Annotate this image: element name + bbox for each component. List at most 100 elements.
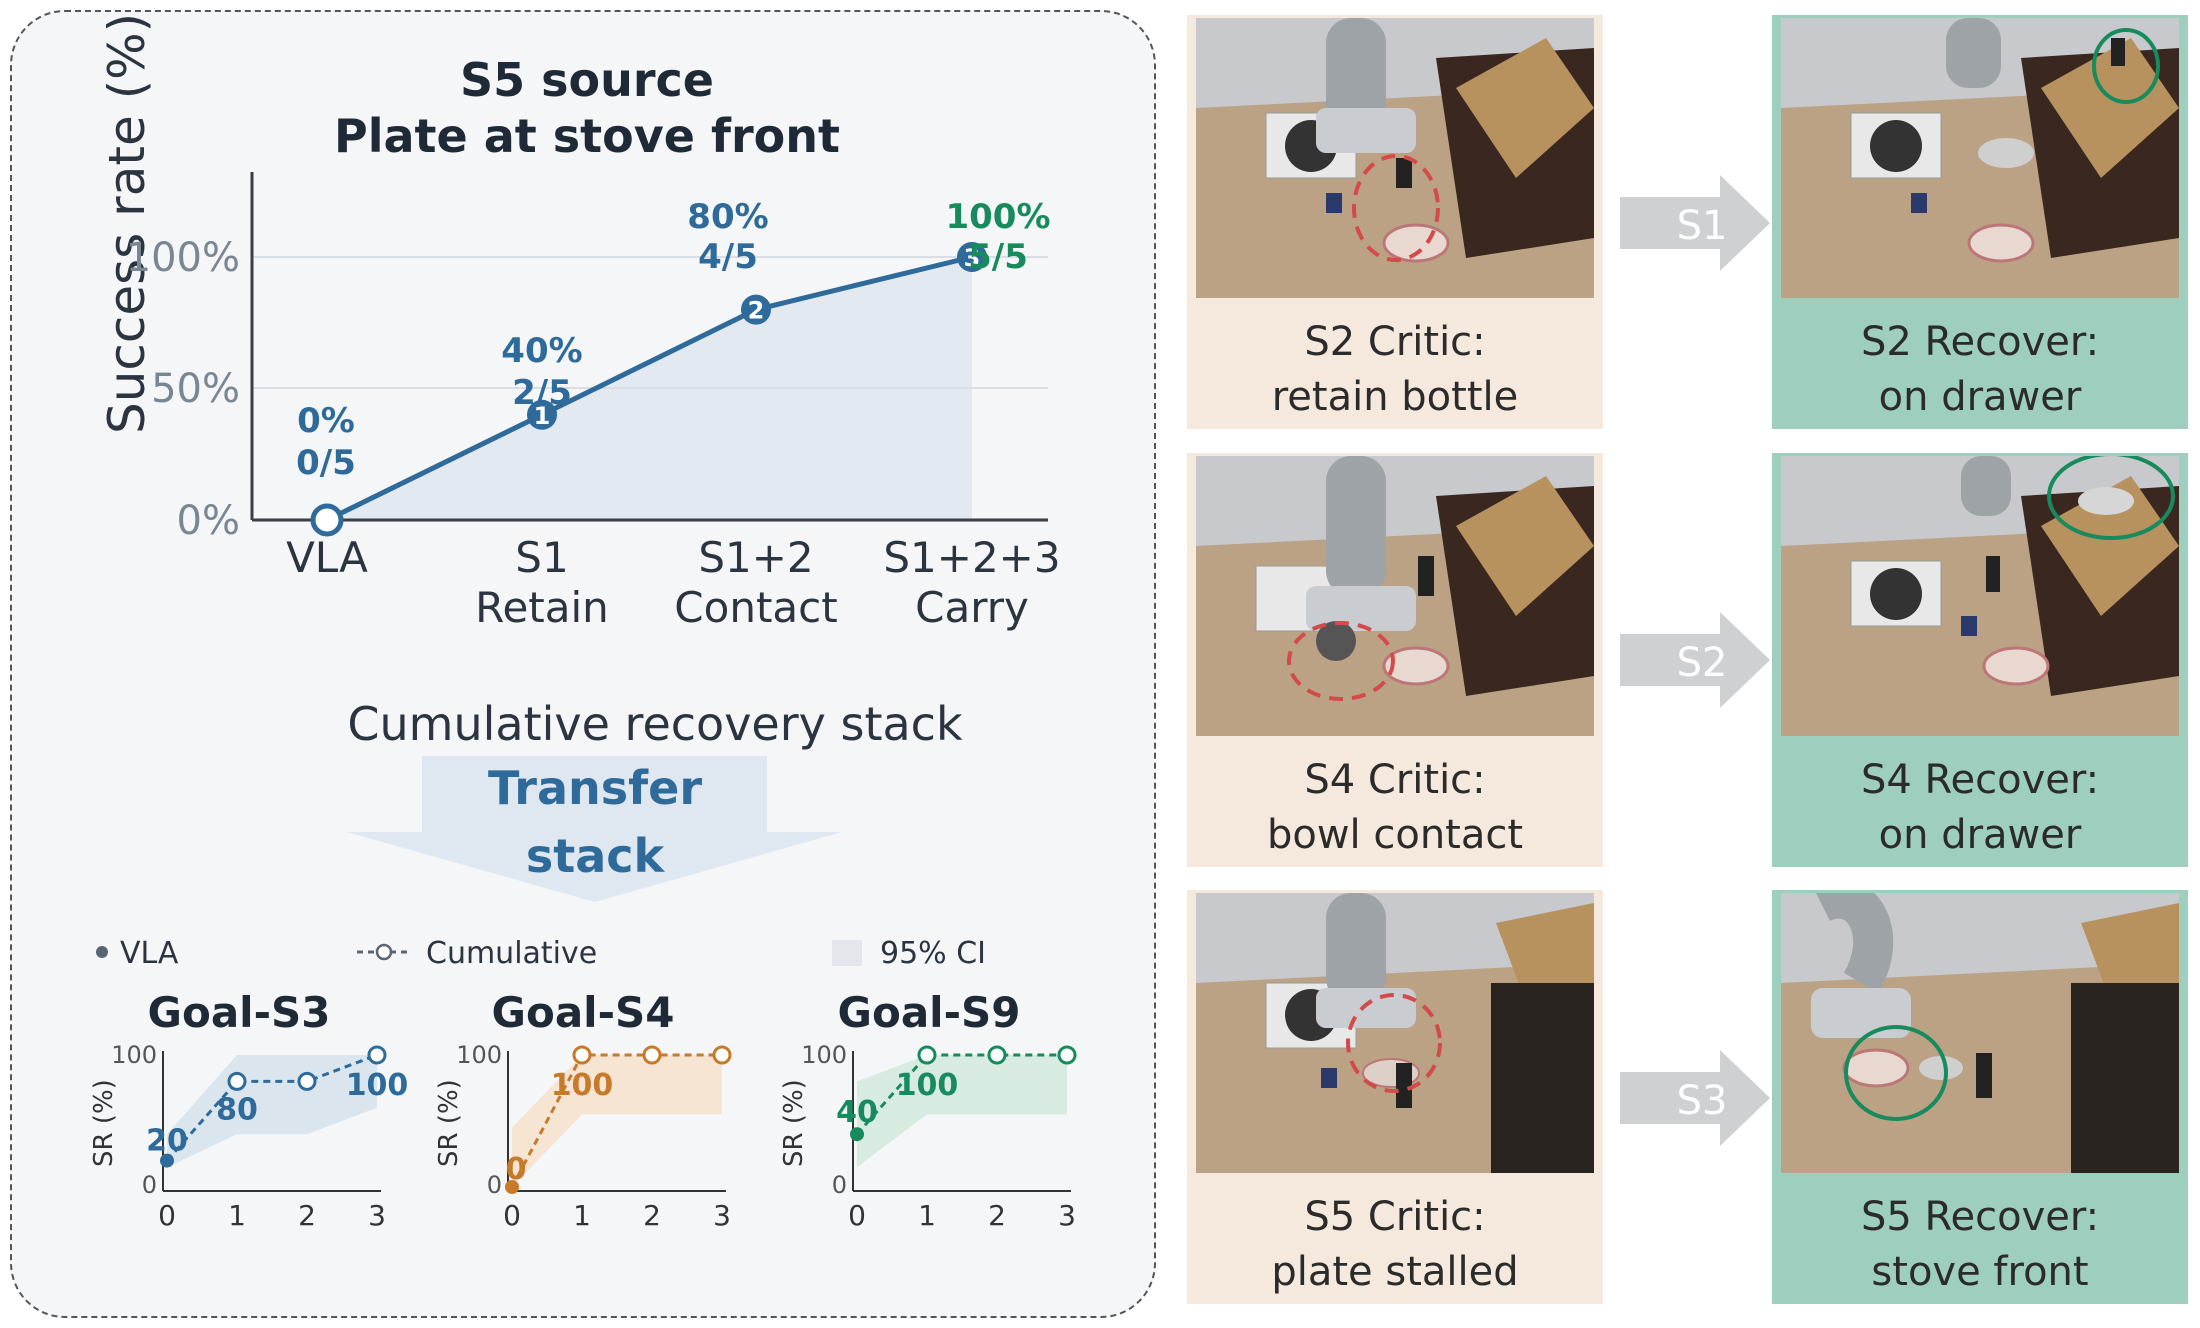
x-tick-s12: S1+2 <box>698 533 813 582</box>
goal-s3-y-label: SR (%) <box>89 1079 119 1167</box>
goal-s4-cumulative-line <box>510 1053 722 1188</box>
goal-s3-cumulative-line <box>165 1053 378 1162</box>
point-s1 <box>527 399 557 430</box>
goal-s4-x-tick-3: 3 <box>713 1199 731 1232</box>
arrow-s3: S3 <box>1620 1050 1770 1146</box>
arrow-s2: S2 <box>1620 612 1770 708</box>
y-tick-50: 50% <box>151 366 240 412</box>
label-s123-count: 5/5 <box>968 237 1028 277</box>
goal-s9-x-tick-2: 2 <box>988 1199 1006 1232</box>
goal-s9-point-1 <box>917 1045 937 1065</box>
scene-image <box>1781 456 2179 736</box>
goal-s9-value-0: 40 <box>836 1095 878 1130</box>
arrow-s2-label: S2 <box>1677 640 1728 686</box>
scene-s5-recover: S5 Recover: stove front <box>1772 890 2188 1304</box>
goal-s4-y-tick-0: 0 <box>487 1171 502 1199</box>
goal-s3-x-tick-0: 0 <box>158 1199 176 1232</box>
caption-line1: S5 Critic: <box>1304 1194 1486 1240</box>
label-s1-pct: 40% <box>501 331 582 371</box>
x-tick-s1: S1 <box>515 533 568 582</box>
x-tick-contact: Contact <box>674 583 837 632</box>
goal-s3-y-tick-0: 0 <box>142 1171 157 1199</box>
scene-s4-critic: S4 Critic: bowl contact <box>1187 453 1603 867</box>
label-s1-count: 2/5 <box>512 373 572 413</box>
arrow-s1-label: S1 <box>1677 203 1728 249</box>
goal-s3-title: Goal-S3 <box>148 988 331 1037</box>
legend-ci-swatch <box>832 940 862 966</box>
goal-s9-cumulative-line <box>855 1053 1067 1136</box>
goal-s9-y-tick-0: 0 <box>832 1171 847 1199</box>
success-line <box>325 254 973 523</box>
point-vla <box>310 503 344 537</box>
scene-image <box>1781 18 2179 298</box>
goal-s3-x-tick-1: 1 <box>228 1199 246 1232</box>
goal-s9-value-1: 100 <box>896 1068 959 1103</box>
scene-image <box>1196 18 1594 298</box>
goal-s4-x-tick-0: 0 <box>503 1199 521 1232</box>
scene-caption: S2 Recover: on drawer <box>1772 315 2188 425</box>
goal-s4-y-tick-100: 100 <box>456 1041 502 1069</box>
x-tick-retain: Retain <box>475 583 609 632</box>
caption-line2: on drawer <box>1878 374 2082 420</box>
scene-caption: S4 Critic: bowl contact <box>1187 753 1603 863</box>
goal-s4-y-label: SR (%) <box>434 1079 464 1167</box>
caption-line2: retain bottle <box>1271 374 1519 420</box>
scene-s2-recover: S2 Recover: on drawer <box>1772 15 2188 429</box>
marker-1: 1 <box>534 402 551 430</box>
y-axis-label: Success rate (%) <box>98 13 156 434</box>
caption-line1: S4 Critic: <box>1304 757 1486 803</box>
caption-line1: S2 Critic: <box>1304 319 1486 365</box>
goal-s9-vla-point <box>850 1127 864 1142</box>
goal-s3-point-3 <box>367 1045 387 1065</box>
label-s123-pct: 100% <box>945 197 1050 237</box>
scene-image <box>1196 893 1594 1173</box>
point-s12 <box>741 294 771 325</box>
legend-ci-label: 95% CI <box>880 936 986 971</box>
legend-cumulative-marker <box>375 943 393 961</box>
goal-s3-x-tick-3: 3 <box>368 1199 386 1232</box>
transfer-label-line2: stack <box>526 829 666 883</box>
goal-s9-point-3 <box>1057 1045 1077 1065</box>
chart-title-line1: S5 source <box>460 53 714 107</box>
results-panel: S5 source Plate at stove front Success r… <box>10 10 1156 1318</box>
scene-caption: S4 Recover: on drawer <box>1772 753 2188 863</box>
caption-line1: S2 Recover: <box>1860 319 2100 365</box>
goal-s9-y-label: SR (%) <box>779 1079 809 1167</box>
results-figure: S5 source Plate at stove front Success r… <box>89 13 1077 1232</box>
goal-s4-x-tick-1: 1 <box>573 1199 591 1232</box>
legend-vla-marker <box>96 946 108 958</box>
caption-line2: plate stalled <box>1271 1249 1519 1295</box>
marker-2: 2 <box>748 297 765 325</box>
point-s123 <box>957 242 987 272</box>
caption-line2: stove front <box>1871 1249 2089 1295</box>
goal-s4-title: Goal-S4 <box>492 988 675 1037</box>
transfer-label-line1: Transfer <box>488 761 702 815</box>
label-s12-count: 4/5 <box>698 237 758 277</box>
scene-caption: S5 Critic: plate stalled <box>1187 1190 1603 1300</box>
goal-s9-x-tick-3: 3 <box>1058 1199 1076 1232</box>
goal-s4-point-1 <box>572 1045 592 1065</box>
goal-s9-y-tick-100: 100 <box>801 1041 847 1069</box>
arrow-s3-label: S3 <box>1677 1078 1728 1124</box>
goal-s4-value-0: 0 <box>506 1152 527 1187</box>
label-vla-pct: 0% <box>297 401 355 441</box>
goal-s3-vla-point <box>160 1153 174 1168</box>
goal-s3-point-2 <box>297 1071 317 1091</box>
legend-vla-label: VLA <box>120 936 179 971</box>
marker-3: 3 <box>964 244 981 272</box>
scene-caption: S2 Critic: retain bottle <box>1187 315 1603 425</box>
x-tick-vla: VLA <box>286 533 368 582</box>
goal-s9-title: Goal-S9 <box>838 988 1021 1037</box>
goal-s4-point-2 <box>642 1045 662 1065</box>
goal-s3-value-3: 100 <box>346 1068 409 1103</box>
x-tick-s123: S1+2+3 <box>883 533 1060 582</box>
goal-s3-y-tick-100: 100 <box>111 1041 157 1069</box>
goal-s9-ci-band <box>857 1055 1067 1168</box>
stack-caption: Cumulative recovery stack <box>347 697 963 751</box>
goal-s9-x-tick-1: 1 <box>918 1199 936 1232</box>
caption-line1: S4 Recover: <box>1860 757 2100 803</box>
goal-s4-value-1: 100 <box>551 1068 614 1103</box>
goal-s3-point-1 <box>227 1071 247 1091</box>
goal-s4-vla-point <box>505 1180 519 1194</box>
